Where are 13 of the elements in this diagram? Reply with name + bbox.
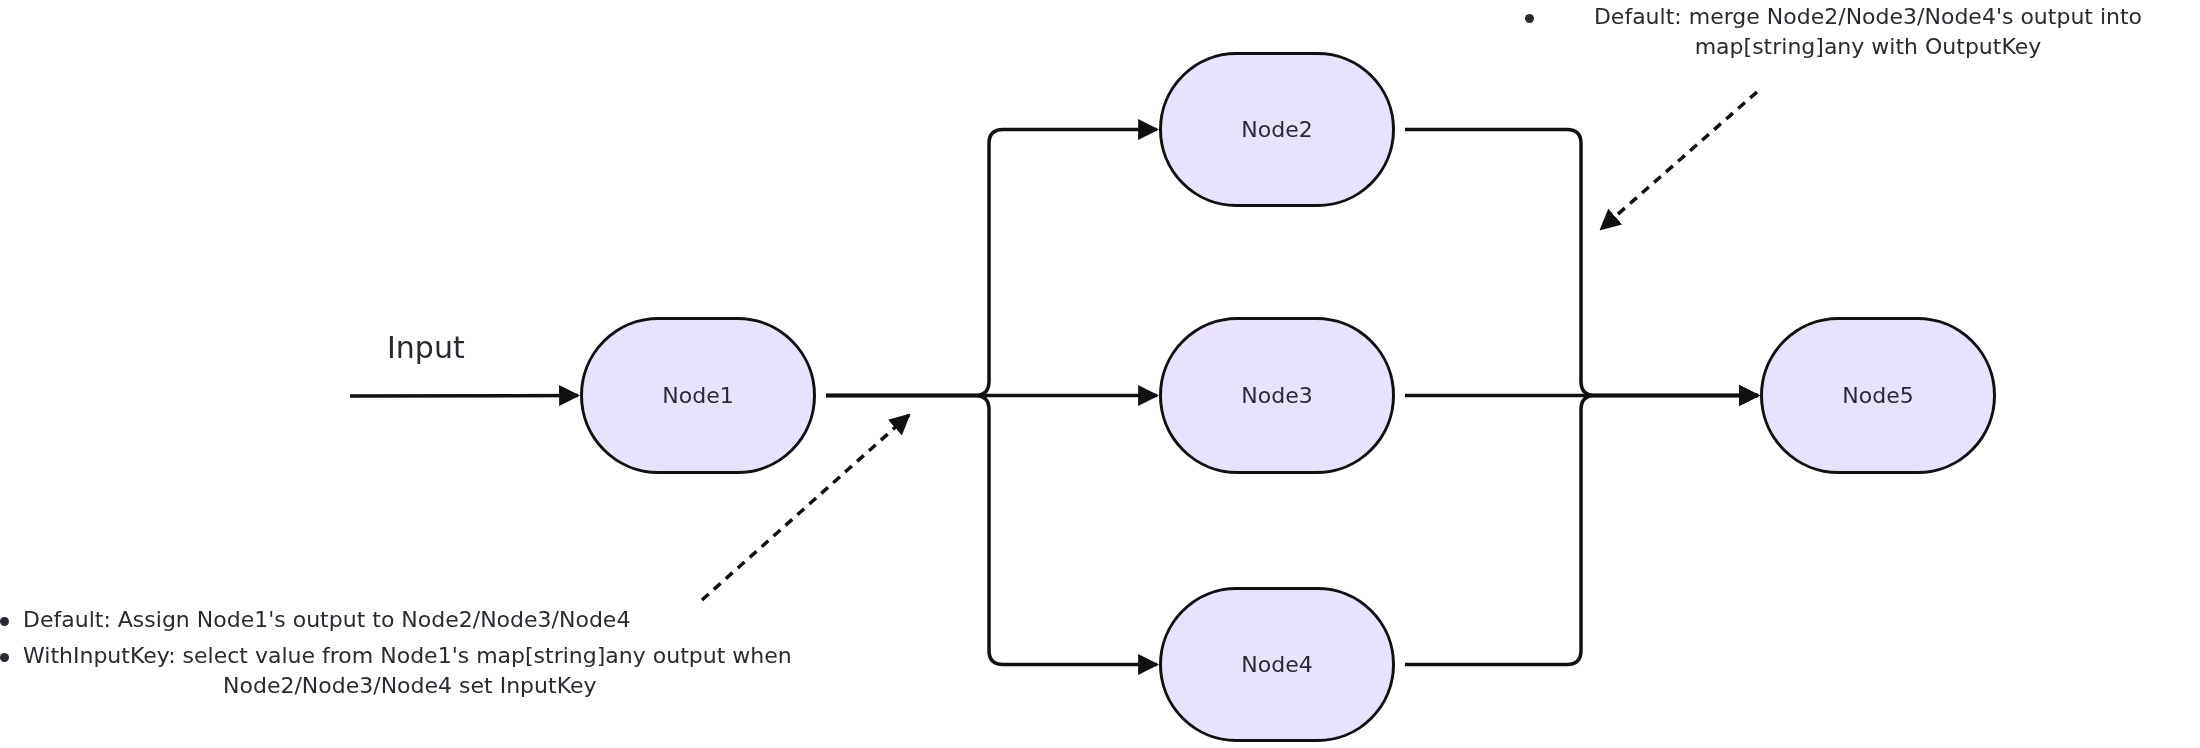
note-text: Default: merge Node2/Node3/Node4's output into map[string]any with OutputKey <box>1592 3 2144 61</box>
node-label: Node4 <box>1241 652 1313 677</box>
node-label: Node2 <box>1241 117 1313 142</box>
node-label: Node5 <box>1842 383 1914 408</box>
arrow <box>350 385 581 407</box>
node-label: Node3 <box>1241 383 1313 408</box>
leader-line <box>700 413 911 602</box>
note-text: WithInputKey: select value from Node1's map[string]any output when Node2/Node3/Node4 set InputKey <box>23 642 793 700</box>
node-label: Node1 <box>662 383 734 408</box>
arrow <box>826 393 1160 675</box>
leader-line <box>1599 90 1759 231</box>
note-text: Default: Assign Node1's output to Node2/Node3/Node4 <box>23 606 632 634</box>
arrow <box>1405 385 1761 667</box>
